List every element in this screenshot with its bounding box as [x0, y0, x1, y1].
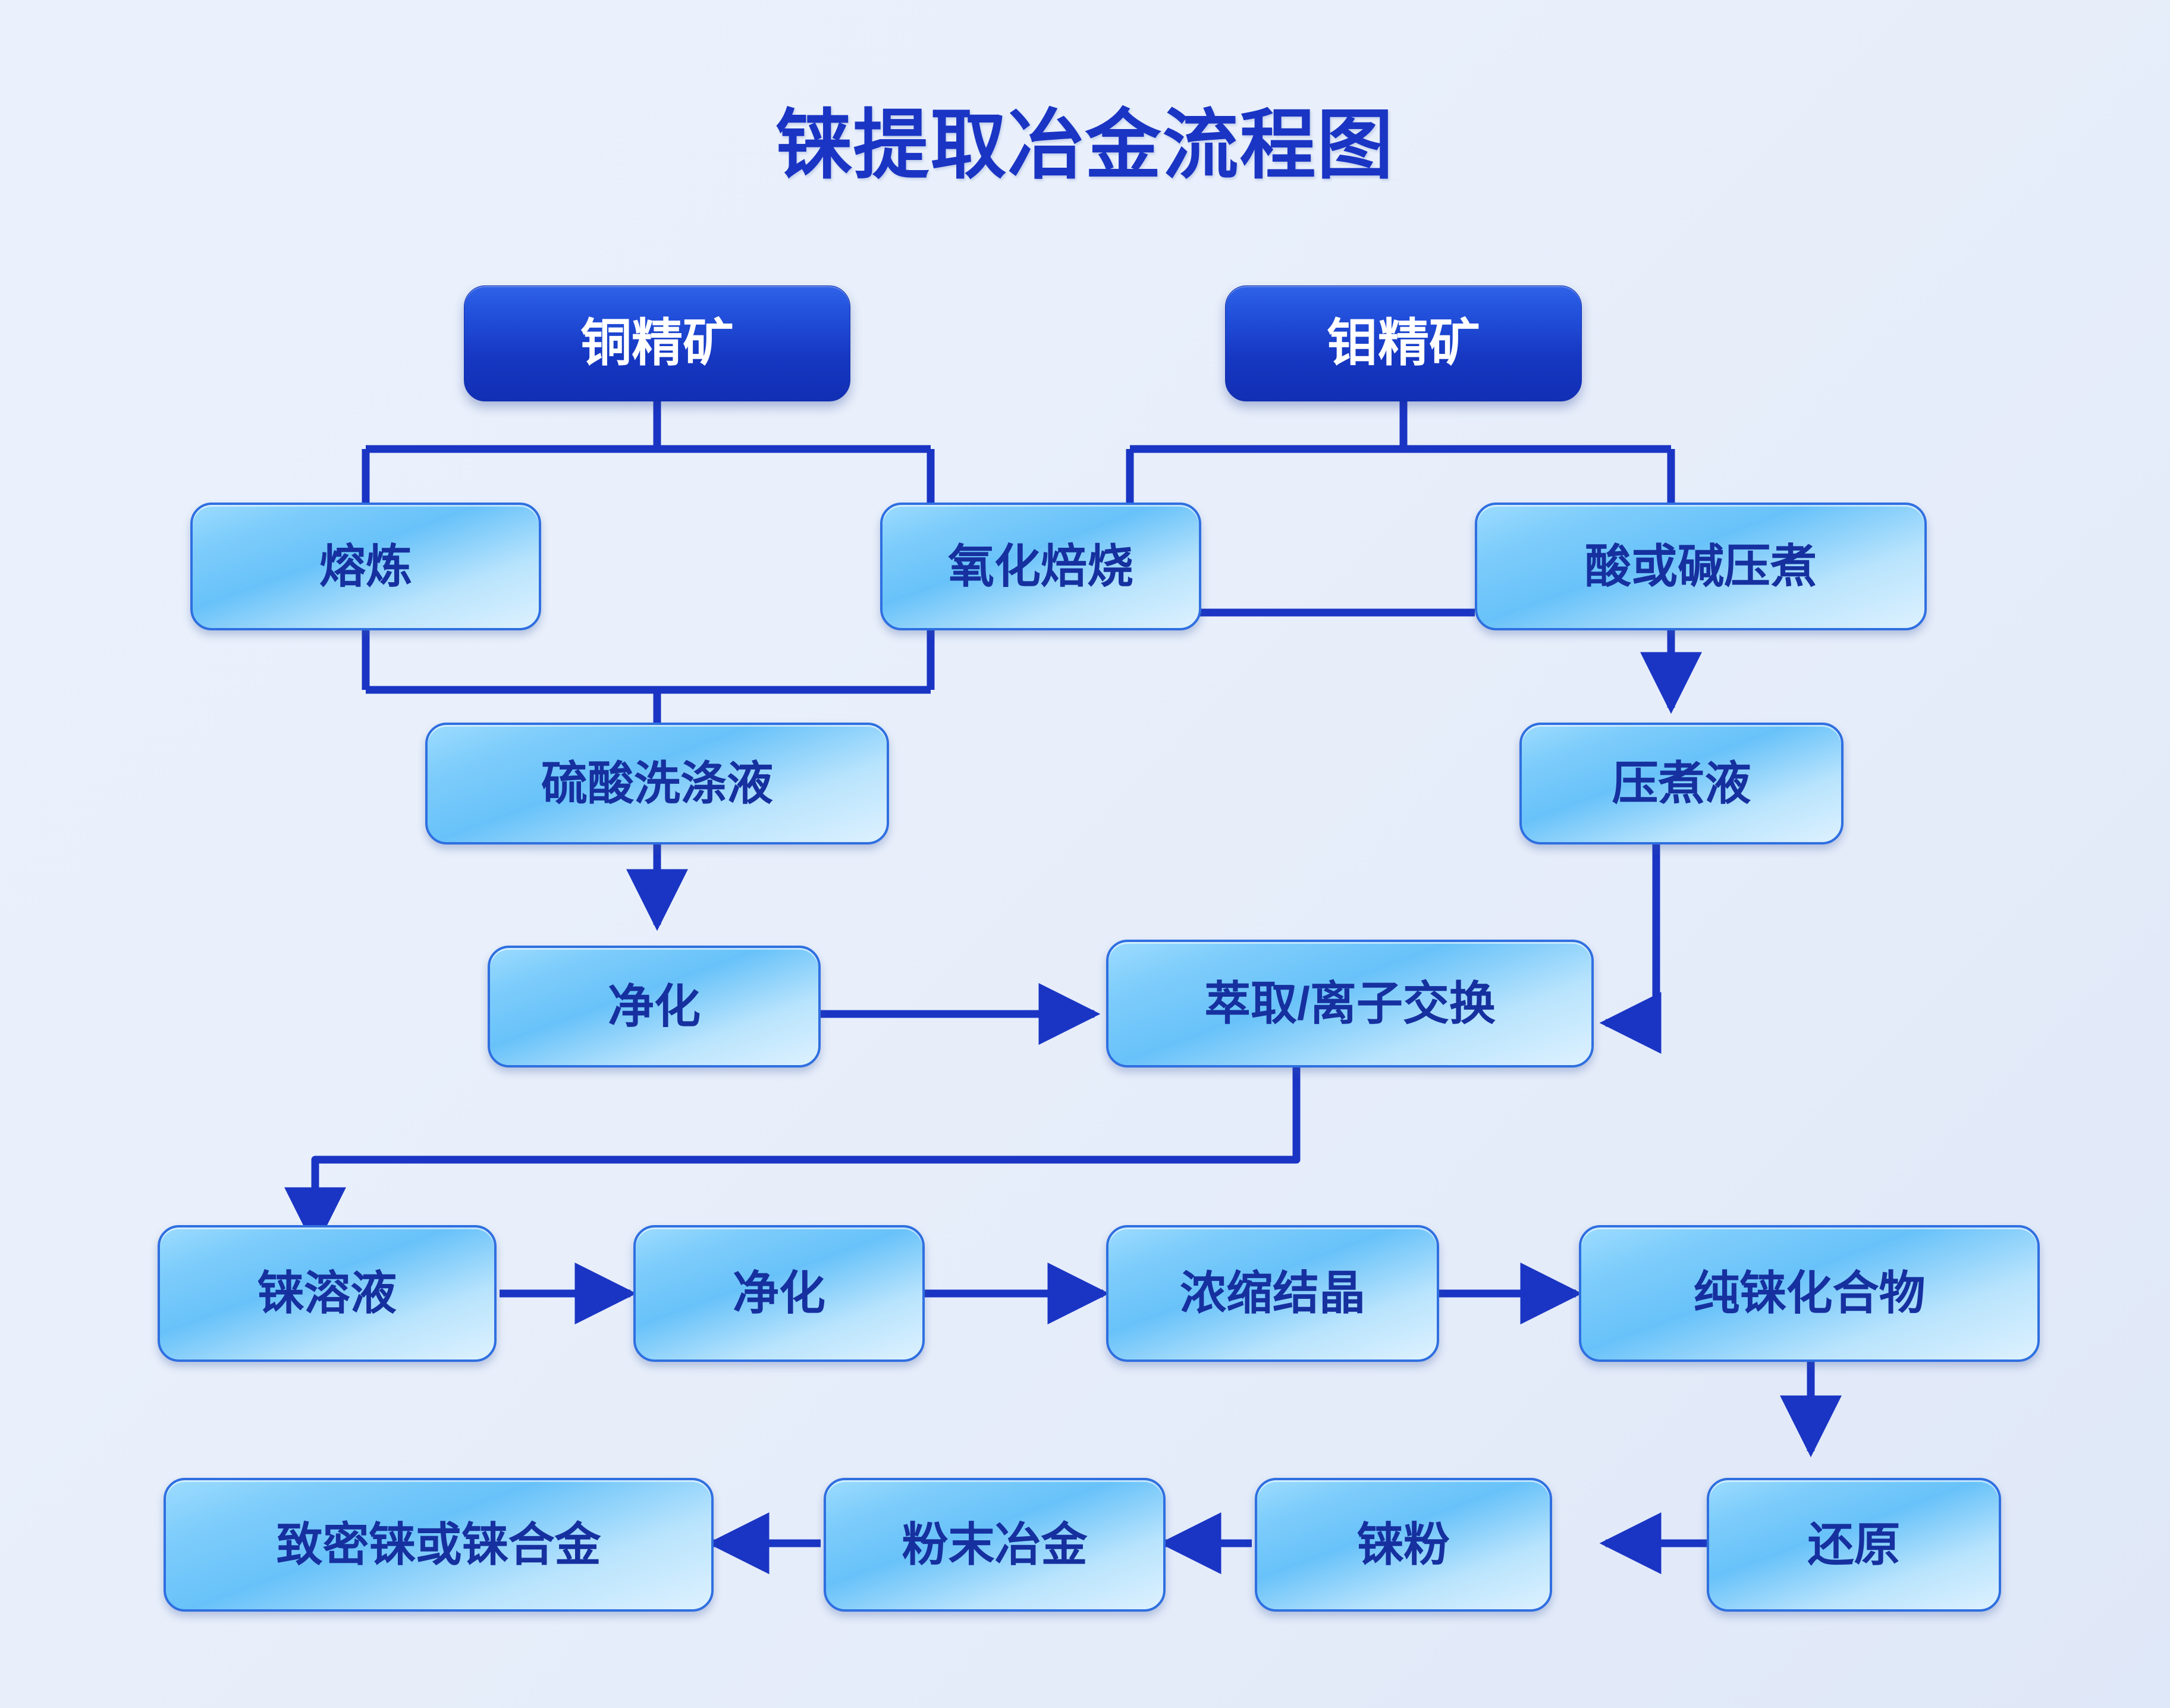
node-label: 纯铼化合物 [1693, 1267, 1926, 1320]
node-label: 还原 [1807, 1518, 1901, 1571]
node-sulfuric-acid-wash[interactable]: 硫酸洗涤液 [425, 723, 889, 844]
node-concentration-crystallization[interactable]: 浓缩结晶 [1106, 1225, 1439, 1362]
node-label: 浓缩结晶 [1179, 1267, 1365, 1320]
node-label: 净化 [732, 1267, 825, 1320]
node-label: 压煮液 [1612, 756, 1751, 809]
node-label: 致密铼或铼合金 [276, 1518, 601, 1571]
node-label: 粉末冶金 [902, 1518, 1088, 1571]
node-label: 氧化焙烧 [947, 539, 1133, 592]
node-purification-1[interactable]: 净化 [488, 946, 821, 1068]
node-pressure-leachate[interactable]: 压煮液 [1519, 723, 1844, 844]
node-dense-rhenium-alloy[interactable]: 致密铼或铼合金 [164, 1478, 714, 1612]
edge-extract-to-resol [284, 1065, 1301, 1249]
node-rhenium-powder[interactable]: 铼粉 [1255, 1478, 1552, 1612]
node-label: 钼精矿 [1327, 315, 1480, 372]
node-copper-concentrate[interactable]: 铜精矿 [464, 285, 850, 401]
node-label: 熔炼 [319, 539, 412, 592]
node-label: 硫酸洗涤液 [541, 756, 773, 809]
node-pure-rhenium-compound[interactable]: 纯铼化合物 [1579, 1225, 2040, 1362]
node-acid-alkali-pressure-cooking[interactable]: 酸或碱压煮 [1475, 503, 1927, 630]
node-label: 酸或碱压煮 [1584, 539, 1817, 592]
node-label: 铼溶液 [257, 1267, 397, 1320]
node-label: 铼粉 [1356, 1518, 1450, 1571]
node-powder-metallurgy[interactable]: 粉末冶金 [824, 1478, 1166, 1612]
node-reduction[interactable]: 还原 [1707, 1478, 2001, 1612]
node-extraction-ion-exchange[interactable]: 萃取/离子交换 [1106, 940, 1594, 1068]
edge-leachate-to-extract [1599, 844, 1662, 1054]
node-oxidative-roasting[interactable]: 氧化焙烧 [880, 503, 1201, 630]
node-molybdenum-concentrate[interactable]: 钼精矿 [1225, 285, 1582, 401]
page-title: 铼提取冶金流程图 [775, 103, 1395, 188]
node-label: 净化 [607, 979, 701, 1032]
node-label: 萃取/离子交换 [1204, 977, 1496, 1029]
node-smelting[interactable]: 熔炼 [190, 503, 541, 630]
node-rhenium-solution[interactable]: 铼溶液 [158, 1225, 497, 1362]
node-purification-2[interactable]: 净化 [633, 1225, 925, 1362]
node-label: 铜精矿 [580, 315, 734, 372]
